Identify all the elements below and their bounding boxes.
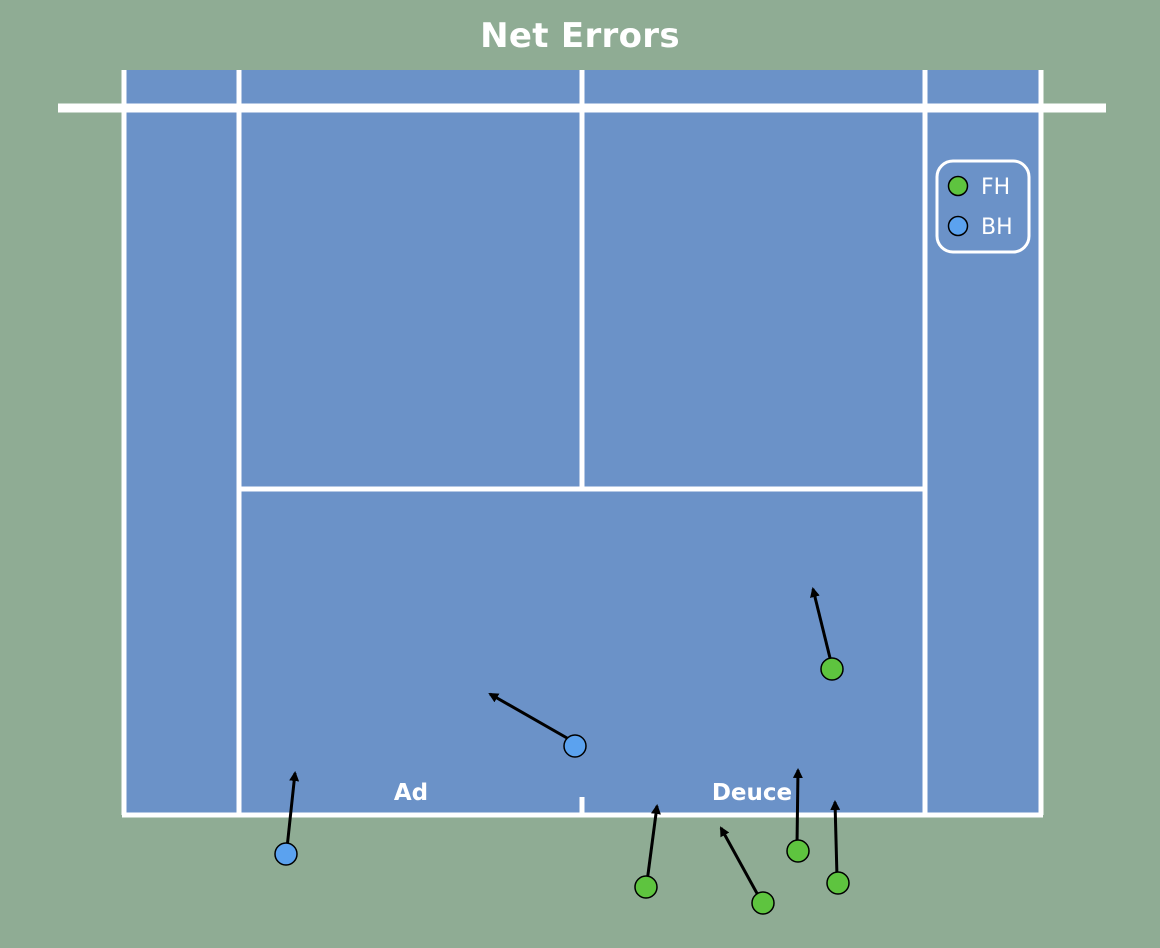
court-lines bbox=[58, 70, 1106, 818]
chart-title: Net Errors bbox=[480, 16, 680, 56]
fh-shot-point bbox=[820, 657, 844, 681]
legend-box bbox=[935, 159, 1031, 254]
bh-shot-point bbox=[563, 734, 587, 758]
shot-arrow bbox=[792, 768, 803, 846]
legend-bh-marker bbox=[947, 215, 969, 237]
ad-court-label: Ad bbox=[394, 780, 428, 806]
shot-arrow bbox=[645, 804, 661, 883]
fh-shot-point bbox=[751, 891, 775, 915]
bh-shot-point bbox=[274, 842, 298, 866]
shot-points bbox=[274, 657, 850, 915]
legend-bh-label: BH bbox=[981, 215, 1013, 240]
shot-arrow bbox=[488, 692, 575, 744]
fh-shot-point bbox=[826, 871, 850, 895]
shot-arrow bbox=[719, 826, 761, 898]
legend-fh-label: FH bbox=[981, 175, 1010, 200]
fh-shot-point bbox=[634, 875, 658, 899]
shot-arrow bbox=[285, 771, 300, 849]
shot-arrow bbox=[810, 587, 833, 663]
deuce-court-label: Deuce bbox=[712, 780, 792, 806]
legend: FH BH bbox=[935, 159, 1031, 254]
legend-fh-marker bbox=[947, 175, 969, 197]
shot-arrow bbox=[830, 800, 841, 878]
shot-arrows bbox=[285, 587, 841, 898]
fh-shot-point bbox=[786, 839, 810, 863]
